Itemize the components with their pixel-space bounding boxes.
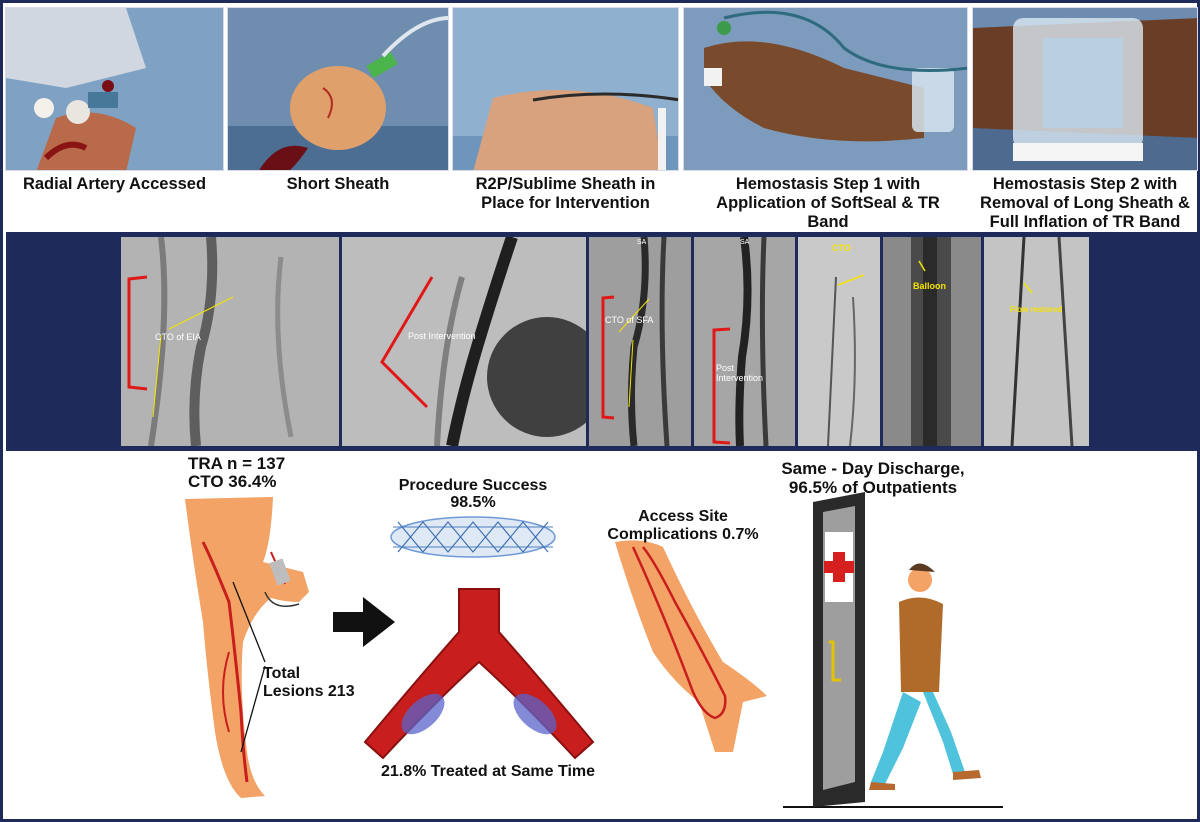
success-label: Procedure Success <box>398 477 548 494</box>
discharge-label: Same - Day Discharge, <box>781 459 965 478</box>
summary-illustration <box>185 492 1003 808</box>
discharge-value: 96.5% of Outpatients <box>788 478 958 497</box>
caption-hemostasis-step2: Hemostasis Step 2 with Removal of Long S… <box>980 175 1190 231</box>
angio-label-post-eia: Post Intervention <box>408 331 476 341</box>
lesions-stat: Total Lesions 213 <box>263 665 373 701</box>
angio-post-eia: Post Intervention <box>342 237 586 446</box>
access-label: Access Site <box>638 508 728 525</box>
success-value: 98.5% <box>450 494 496 511</box>
angio-balloon: Balloon <box>883 237 981 446</box>
angio-flow-restored: Flow restored <box>984 237 1089 446</box>
bifurcation-artery-icon <box>363 588 595 760</box>
right-arrow-icon <box>333 597 395 647</box>
access-site-stat: Access Site Complications 0.7% <box>583 508 783 544</box>
leg-arm-illustration <box>185 497 309 798</box>
angio-label-balloon: Balloon <box>913 281 946 291</box>
angio-label-cto: CTO <box>832 243 851 253</box>
tra-stat: TRA n = 137 CTO 36.4% <box>188 455 298 491</box>
angio-corner-sa-1: SA <box>637 239 647 246</box>
caption-r2p-sheath: R2P/Sublime Sheath in Place for Interven… <box>475 175 656 212</box>
angio-label-flow-restored: Flow restored <box>1010 305 1063 314</box>
angio-cto-eia: CTO of EIA <box>121 237 339 446</box>
photo-short-sheath <box>227 7 449 171</box>
lesions-count: Lesions 213 <box>263 683 355 700</box>
stent-icon <box>390 516 556 558</box>
photo-hemostasis-step1 <box>683 7 968 171</box>
cto-percent: CTO 36.4% <box>188 472 277 491</box>
angiography-band: CTO of EIA Post Intervention SA C <box>6 232 1200 451</box>
success-stat: Procedure Success 98.5% <box>383 477 563 511</box>
angio-cto-tibial: CTO <box>798 237 880 446</box>
photo-hemostasis-step2 <box>972 7 1198 171</box>
angio-post-sfa: SA Post Intervention <box>694 237 795 446</box>
angio-label-cto-sfa: CTO of SFA <box>605 315 654 325</box>
caption-short-sheath: Short Sheath <box>286 175 390 193</box>
forearm-illustration <box>615 540 767 752</box>
treated-same-time: 21.8% Treated at Same Time <box>380 763 596 780</box>
access-value: Complications 0.7% <box>607 526 759 543</box>
angio-label-post-sfa: Post Intervention <box>716 363 764 383</box>
angio-corner-sa-2: SA <box>740 239 750 246</box>
caption-radial-access: Radial Artery Accessed <box>22 175 207 193</box>
angio-cto-sfa: SA CTO of SFA <box>589 237 691 446</box>
photo-radial-access <box>5 7 224 171</box>
tra-count: TRA n = 137 <box>188 454 286 473</box>
door-person-illustration <box>783 492 1003 808</box>
angio-label-cto-eia: CTO of EIA <box>155 332 201 342</box>
caption-hemostasis-step1: Hemostasis Step 1 with Application of So… <box>716 175 940 231</box>
lesions-label: Total <box>263 665 301 682</box>
discharge-stat: Same - Day Discharge, 96.5% of Outpatien… <box>753 459 993 497</box>
photo-r2p-sheath <box>452 7 679 171</box>
